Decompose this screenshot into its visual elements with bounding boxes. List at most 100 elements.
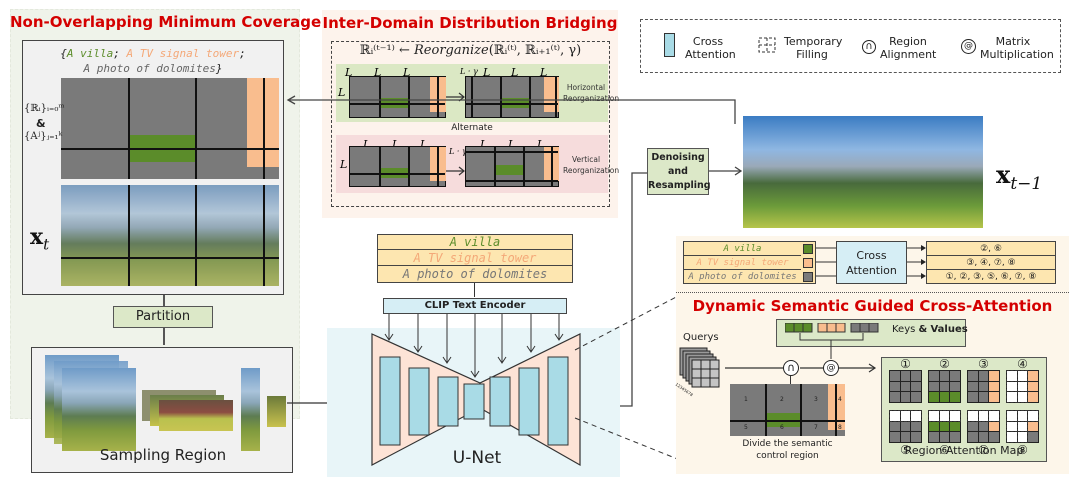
v-L-2: L xyxy=(392,138,400,151)
region-attention-map-3 xyxy=(967,370,1000,403)
map-cell xyxy=(949,410,961,422)
denoising-resampling-box: Denoising and Resampling xyxy=(647,148,711,195)
map-cell xyxy=(890,392,900,402)
v-grid-before xyxy=(349,146,446,187)
dyn-connectors-left xyxy=(816,247,836,277)
h-L-3: L xyxy=(403,66,411,79)
region-num-7: 7 xyxy=(814,424,818,431)
region-attention-map-5 xyxy=(889,410,922,443)
map-cell xyxy=(950,381,960,392)
map-cell xyxy=(939,371,950,381)
h-L-gamma: L · γ xyxy=(460,67,478,76)
region-num-6: 6 xyxy=(780,424,784,431)
map-cell xyxy=(989,421,999,432)
h-grid-after xyxy=(465,76,559,118)
map-cell xyxy=(1006,370,1018,382)
prompt-sep1: ; xyxy=(113,47,127,60)
legend-box xyxy=(640,19,1061,73)
inter-domain-title: Inter-Domain Distribution Bridging xyxy=(322,14,618,32)
prompt-dolomites: A photo of dolomites xyxy=(83,62,216,75)
prompt-tower: A TV signal tower xyxy=(126,47,240,60)
region-label-and: & xyxy=(36,117,46,130)
map-cell xyxy=(1016,391,1029,403)
dyn-output-tower: ③, ④, ⑦, ⑧ xyxy=(927,256,1055,270)
region-map-number-5: ⑤ xyxy=(900,443,911,457)
region-label-a: {Aʲ}ⱼ₌₁ᵏ xyxy=(24,131,63,142)
region-num-3: 3 xyxy=(814,396,818,403)
region-map-number-8: ⑧ xyxy=(1017,443,1028,457)
sample-patch-1c xyxy=(62,368,136,451)
map-cell xyxy=(967,410,979,422)
keys-values-label: Keys & Values xyxy=(892,324,968,335)
map-cell xyxy=(939,392,950,402)
prompt-villa: A villa xyxy=(66,47,114,60)
tower-swatch xyxy=(803,258,813,268)
map-cell xyxy=(1028,381,1038,392)
map-cell xyxy=(911,421,921,432)
map-cell xyxy=(939,432,950,442)
arrow-v-reorg xyxy=(446,166,465,176)
region-attention-map-1 xyxy=(889,370,922,403)
map-cell xyxy=(1006,410,1018,422)
query-flow xyxy=(725,363,877,373)
map-cell xyxy=(911,392,921,402)
h-L-1: L xyxy=(345,66,353,79)
map-cell xyxy=(978,392,989,402)
map-cell xyxy=(1016,420,1029,433)
clip-text-encoder: CLIP Text Encoder xyxy=(383,298,567,314)
map-cell xyxy=(978,432,989,442)
v-L-gamma: L · γ xyxy=(449,147,467,156)
region-label-r: {ℝᵢ}ᵢ₌₀ᵐ xyxy=(24,103,65,114)
map-cell xyxy=(1006,380,1018,393)
region-map-number-3: ③ xyxy=(978,357,989,371)
legend-region-alignment-label: Region Alignment xyxy=(880,35,937,61)
map-cell xyxy=(890,421,900,432)
map-cell xyxy=(978,371,989,381)
map-cell xyxy=(899,410,912,422)
dyn-prompt-dolomites: A photo of dolomites xyxy=(688,272,797,282)
region-num-1: 1 xyxy=(744,396,748,403)
non-overlap-title: Non-Overlapping Minimum Coverage xyxy=(10,13,322,31)
dyn-cross-attention-box: Cross Attention xyxy=(836,241,907,284)
unet-zoom-dashes xyxy=(574,294,681,461)
map-cell xyxy=(989,371,999,381)
partition-button: Partition xyxy=(113,306,213,328)
map-cell xyxy=(929,432,939,442)
v-L-3: L xyxy=(420,138,428,151)
v2-L-1: L xyxy=(480,138,488,151)
h-L-side: L xyxy=(338,86,346,99)
inter-domain-dashed-box xyxy=(331,41,610,207)
map-cell xyxy=(968,381,978,392)
map-cell xyxy=(950,392,960,402)
region-num-2: 2 xyxy=(780,396,784,403)
region-alignment-icon: ∩ xyxy=(862,40,876,54)
v-L-side: L xyxy=(340,158,348,171)
map-cell xyxy=(1006,420,1018,433)
map-cell xyxy=(978,381,989,392)
map-cell xyxy=(1006,431,1018,443)
coverage-grid xyxy=(61,78,279,179)
h-L-2: L xyxy=(374,66,382,79)
sample-patch-4 xyxy=(267,396,286,427)
unet-prompt-dolomites: A photo of dolomites xyxy=(402,267,548,281)
reorganize-formula: ℝᵢ⁽ᵗ⁻¹⁾ ← Reorganize(ℝᵢ⁽ᵗ⁾, ℝᵢ₊₁⁽ᵗ⁾, γ) xyxy=(331,43,610,58)
alternate-label: Alternate xyxy=(451,123,493,133)
divide-region-label: Divide the semantic control region xyxy=(720,438,855,462)
formula-lhs: ℝᵢ⁽ᵗ⁻¹⁾ ← xyxy=(359,43,415,58)
region-map-number-1: ① xyxy=(900,357,911,371)
region-alignment-op: ∩ xyxy=(783,360,799,376)
legend-cross-attention-label: Cross Attention xyxy=(685,35,736,61)
region-num-4: 4 xyxy=(838,396,842,403)
values-label: Values xyxy=(930,324,968,335)
querys-label: Querys xyxy=(683,332,719,343)
map-cell xyxy=(950,432,960,442)
map-cell xyxy=(911,371,921,381)
legend-matrix-multiplication-label: Matrix Multiplication xyxy=(980,35,1054,61)
vertical-reorg-label: Vertical Reorganization xyxy=(563,155,620,175)
map-cell xyxy=(978,421,989,432)
h-grid-before xyxy=(349,76,446,118)
h2-L-3: L xyxy=(540,66,548,79)
dyn-output-villa: ②, ⑥ xyxy=(927,242,1055,256)
map-cell xyxy=(910,410,922,422)
region-attention-map-2 xyxy=(928,370,961,403)
